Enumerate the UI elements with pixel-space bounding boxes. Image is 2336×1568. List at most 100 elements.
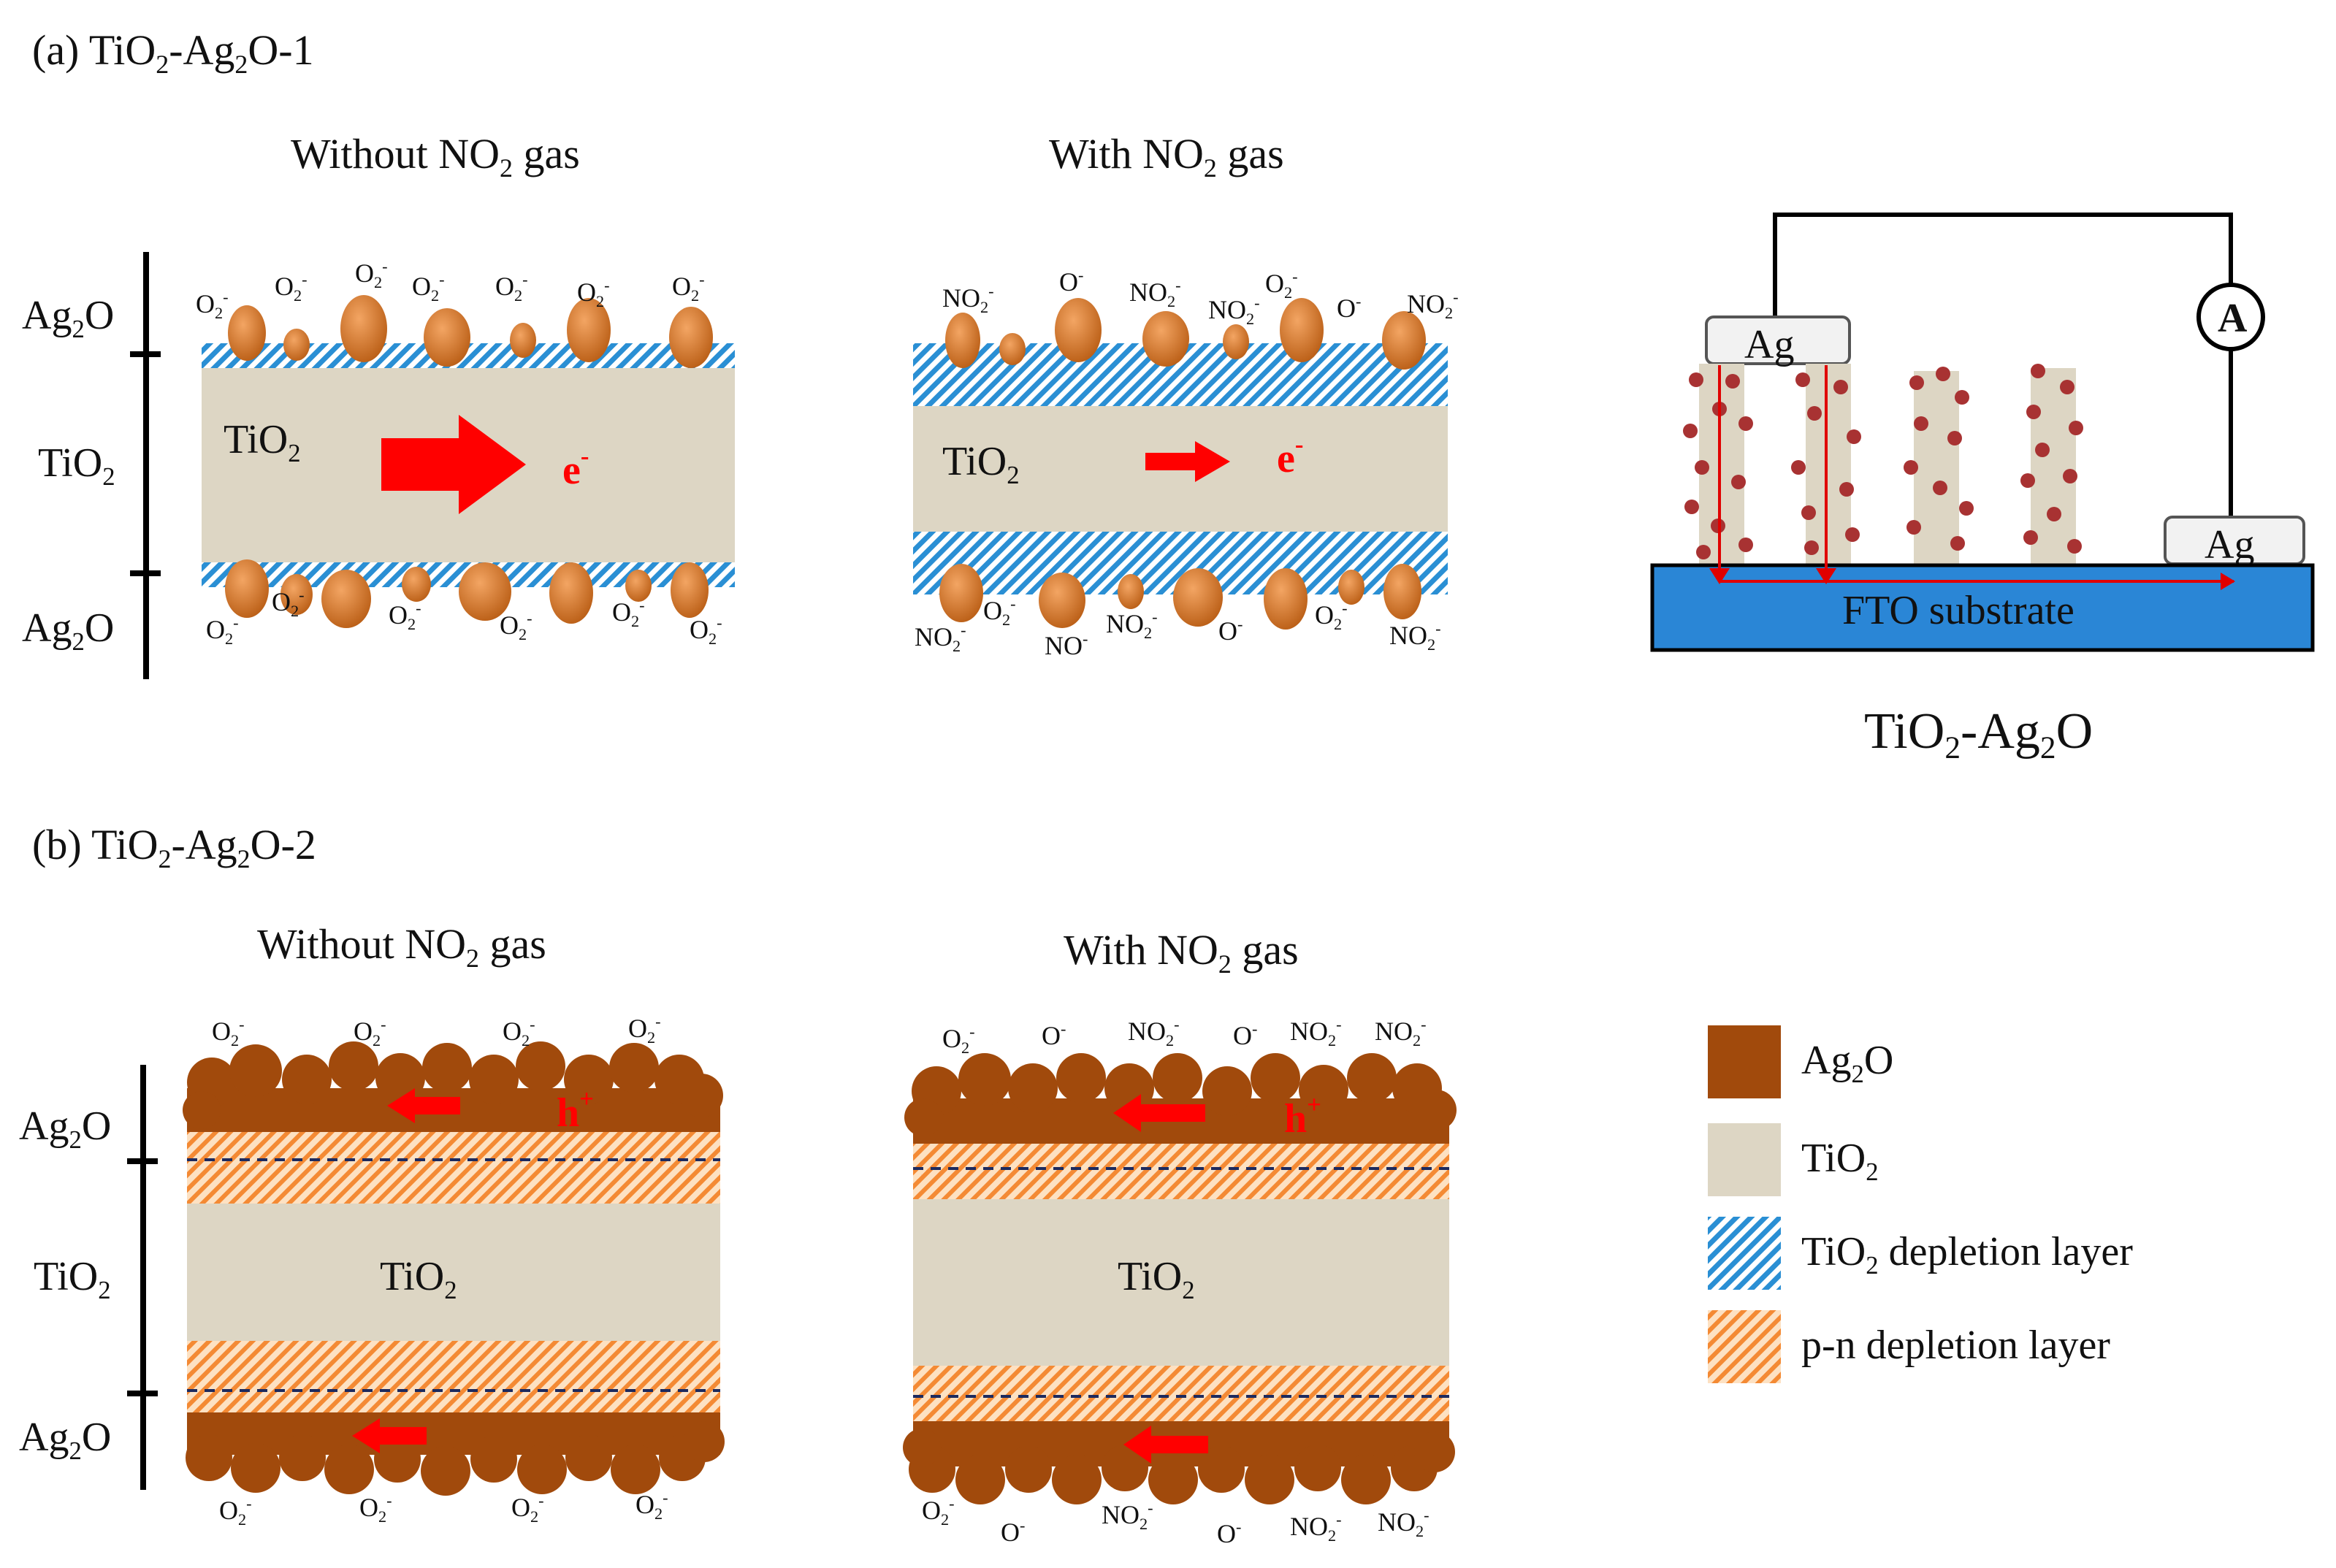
device-caption: TiO2-Ag2O (1864, 703, 2093, 765)
svg-text:O2-: O2- (196, 288, 229, 322)
svg-text:O2-: O2- (206, 613, 239, 648)
svg-text:O2-: O2- (511, 1491, 544, 1526)
svg-text:O2-: O2- (1315, 599, 1348, 633)
svg-text:O-: O- (1217, 1518, 1241, 1548)
panel-a-without-title: Without NO2 gas (291, 130, 580, 183)
panel-a-with-block: TiO2 e- (913, 298, 1448, 630)
core-label-tio2-b-with: TiO2 (1118, 1254, 1195, 1304)
side-label-ag2o-top: Ag2O (22, 293, 114, 343)
legend-swatch-tio2 (1708, 1123, 1781, 1196)
svg-text:O-: O- (1059, 266, 1083, 297)
svg-text:O2-: O2- (672, 270, 705, 305)
svg-text:NO2-: NO2- (1129, 276, 1181, 310)
legend-label-tio2: TiO2 (1801, 1136, 1879, 1186)
svg-text:O2-: O2- (272, 586, 305, 620)
panel-a-without-ions: O2- O2- O2- O2- O2- O2- O2- O2- O2- O2- … (196, 257, 722, 648)
svg-text:O2-: O2- (354, 1015, 386, 1049)
svg-text:NO2-: NO2- (1102, 1499, 1153, 1533)
svg-text:Ag2O: Ag2O (19, 1415, 111, 1465)
svg-text:O2-: O2- (412, 270, 445, 305)
electrode-left-label: Ag (1744, 322, 1794, 367)
ag2o-nanoparticles (1683, 364, 2083, 559)
side-label-ag2o-bottom: Ag2O (22, 605, 114, 656)
panel-a-with-ions: NO2- O- NO2- NO2- O2- O- NO2- NO2- O2- N… (915, 266, 1459, 660)
svg-text:O2-: O2- (983, 594, 1016, 629)
svg-text:O2-: O2- (922, 1494, 955, 1529)
svg-text:NO2-: NO2- (942, 282, 994, 316)
legend-swatch-ag2o (1708, 1025, 1781, 1098)
svg-text:O2-: O2- (612, 596, 645, 630)
svg-text:O-: O- (1233, 1020, 1257, 1050)
hole-arrow-top-left (387, 1088, 460, 1123)
svg-text:O2-: O2- (503, 1015, 535, 1049)
svg-text:O2-: O2- (1265, 267, 1298, 302)
panel-b-with-block: TiO2 h+ (903, 1053, 1457, 1504)
svg-text:NO2-: NO2- (1128, 1015, 1180, 1049)
nanorods (1699, 364, 2076, 565)
svg-text:O2-: O2- (942, 1022, 975, 1057)
panel-a-without-block: TiO2 e- (202, 295, 735, 628)
legend-label-tio2-depletion: TiO2 depletion layer (1801, 1229, 2133, 1280)
substrate-label: FTO substrate (1842, 588, 2074, 633)
hole-arrow-bottom-right (1123, 1426, 1208, 1464)
svg-text:O2-: O2- (628, 1012, 661, 1047)
svg-text:NO2-: NO2- (1106, 608, 1158, 642)
current-path (1718, 365, 2234, 583)
svg-text:NO2-: NO2- (1389, 619, 1441, 654)
legend-label-pn-depletion: p-n depletion layer (1801, 1323, 2110, 1368)
svg-text:O-: O- (1001, 1516, 1025, 1547)
svg-text:O2-: O2- (577, 276, 610, 310)
svg-text:O2-: O2- (219, 1494, 252, 1529)
panel-b-side-scale: Ag2O TiO2 Ag2O (19, 1065, 158, 1490)
svg-text:NO2-: NO2- (1407, 288, 1459, 322)
panel-b-without-title: Without NO2 gas (257, 920, 546, 973)
svg-text:O2-: O2- (355, 257, 388, 291)
svg-text:O2-: O2- (635, 1488, 668, 1523)
panel-a-label: (a) TiO2-Ag2O-1 (32, 26, 314, 79)
svg-text:O2-: O2- (275, 270, 308, 305)
panel-a-with-title: With NO2 gas (1049, 130, 1284, 183)
panel-b-without-block: TiO2 h+ (183, 1041, 725, 1496)
core-label-tio2-b-without: TiO2 (380, 1254, 457, 1304)
legend: Ag2O TiO2 TiO2 depletion layer p-n deple… (1708, 1025, 2133, 1383)
legend-swatch-tio2-depletion (1708, 1217, 1781, 1290)
svg-text:O2-: O2- (389, 599, 421, 633)
panel-b-with-title: With NO2 gas (1064, 926, 1299, 979)
svg-text:O2-: O2- (359, 1491, 392, 1526)
hole-arrow-bottom-left (352, 1418, 427, 1453)
svg-text:NO2-: NO2- (1290, 1015, 1342, 1049)
hole-label-b-with: h+ (1284, 1090, 1321, 1141)
svg-text:O-: O- (1337, 292, 1361, 323)
svg-text:NO2-: NO2- (1378, 1506, 1430, 1540)
electrode-left (1705, 315, 1851, 365)
panel-b-without-ions: O2- O2- O2- O2- O2- O2- O2- O2- (212, 1012, 668, 1529)
electron-label-a-without: e- (562, 442, 589, 493)
panel-b-with-ions: O2- O- NO2- O- NO2- NO2- O2- O- NO2- O- … (922, 1015, 1430, 1548)
svg-text:TiO2: TiO2 (34, 1254, 111, 1304)
electrode-right-label: Ag (2205, 522, 2254, 567)
svg-text:O2-: O2- (495, 270, 528, 305)
panel-b-label: (b) TiO2-Ag2O-2 (32, 821, 316, 873)
side-label-tio2: TiO2 (38, 440, 115, 491)
ammeter-label: A (2218, 296, 2248, 341)
electron-arrow-small (1145, 441, 1230, 482)
ammeter-icon (2196, 283, 2265, 351)
svg-text:O2-: O2- (690, 613, 722, 648)
svg-text:O2-: O2- (500, 609, 533, 643)
panel-a-side-scale: Ag2O TiO2 Ag2O (22, 252, 161, 679)
svg-text:NO2-: NO2- (1375, 1015, 1427, 1049)
hole-arrow-top-right (1113, 1094, 1205, 1132)
electron-label-a-with: e- (1277, 430, 1303, 481)
svg-text:NO2-: NO2- (1290, 1510, 1342, 1545)
core-label-tio2-a-without: TiO2 (224, 417, 301, 467)
electron-arrow-large (381, 415, 526, 514)
svg-text:NO-: NO- (1045, 630, 1088, 660)
core-label-tio2-a-with: TiO2 (942, 439, 1020, 489)
hole-label-b-without: h+ (557, 1085, 594, 1136)
svg-text:NO2-: NO2- (1208, 294, 1260, 328)
svg-text:O2-: O2- (212, 1015, 245, 1049)
legend-swatch-pn-depletion (1708, 1310, 1781, 1383)
device-schematic: A Ag Ag FTO substr (1650, 213, 2315, 765)
svg-text:Ag2O: Ag2O (19, 1104, 111, 1154)
